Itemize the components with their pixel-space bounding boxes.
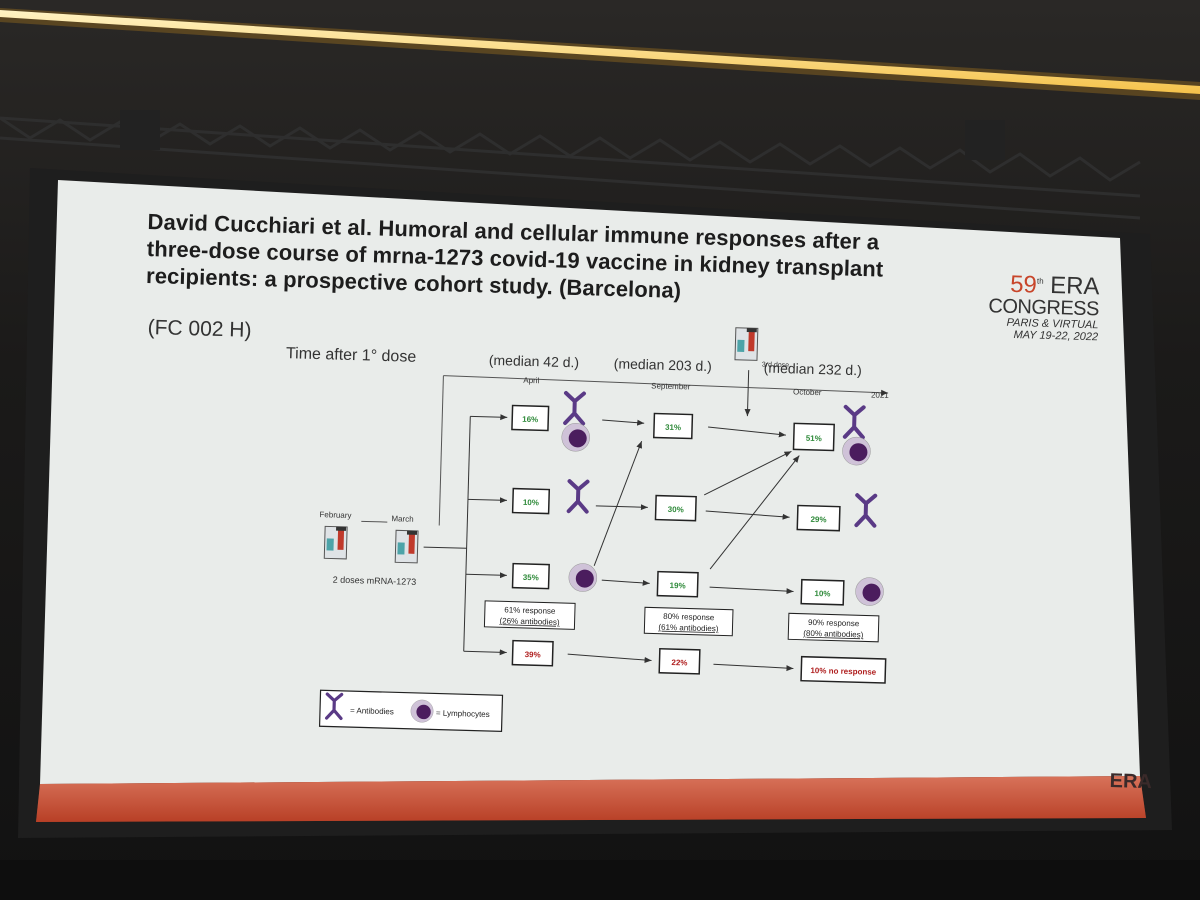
col2-value: 22% [671, 658, 687, 667]
col1-box-3: 35% [513, 564, 550, 589]
col1-value: 16% [522, 415, 538, 424]
col2-box-1: 31% [654, 413, 693, 438]
response-line-1: 80% response [663, 612, 715, 622]
lymphocyte-icon [855, 577, 884, 606]
response-line-1: 61% response [504, 605, 556, 615]
col1-box-2: 10% [513, 489, 550, 514]
dose-1-syringe-icon [324, 526, 347, 559]
response-box-2: 80% response(61% antibodies) [644, 607, 733, 635]
branch-arrow-4 [464, 651, 507, 652]
doses-label: 2 doses mRNA-1273 [333, 575, 417, 587]
flow-arrow [706, 511, 790, 517]
col3-box-3: 10% [801, 580, 844, 605]
flow-arrow [704, 449, 791, 497]
flow-arrow [596, 506, 648, 507]
col2-box-2: 30% [655, 496, 696, 521]
branch-arrow-3 [466, 574, 507, 575]
col1-value: 39% [525, 650, 541, 659]
timeline-label-october: October [793, 387, 822, 397]
flow-arrow [602, 420, 644, 423]
legend-antibodies: = Antibodies [350, 706, 394, 716]
lymphocyte-icon [568, 563, 597, 592]
col3-box-4: 10% no response [801, 657, 886, 683]
month-march: March [391, 514, 413, 524]
legend-lymphocytes: = Lymphocytes [436, 709, 490, 719]
col3-box-1: 51% [793, 423, 834, 450]
col3-value: 10% [814, 589, 830, 598]
col2-value: 19% [670, 581, 686, 590]
timeline-connector [439, 376, 443, 526]
branch-trunk [464, 416, 471, 651]
third-dose-arrow [747, 370, 748, 416]
legend-box: = Antibodies = Lymphocytes [320, 690, 503, 731]
col1-box-4: 39% [512, 641, 553, 666]
response-line-1: 90% response [808, 618, 860, 628]
time-label: Time after 1° dose [286, 345, 417, 366]
flow-arrow [710, 587, 794, 591]
col3-box-2: 29% [797, 506, 840, 531]
col2-box-3: 19% [657, 572, 698, 597]
month-february: February [319, 510, 351, 520]
dose-2-syringe-icon [395, 530, 418, 563]
third-dose-label: 3rd dose [762, 361, 790, 369]
lymphocyte-icon [842, 437, 871, 466]
response-line-2: (26% antibodies) [499, 616, 560, 627]
third-dose-syringe-icon [735, 328, 758, 361]
antibody-icon [569, 481, 588, 511]
timeline-label-april: April [523, 376, 539, 385]
lymphocyte-icon [561, 423, 590, 452]
flow-arrow [602, 580, 650, 583]
response-box-1: 61% response(26% antibodies) [484, 601, 575, 630]
flow-arrow [713, 664, 793, 668]
median-label-2: (median 203 d.) [614, 355, 712, 374]
branch-arrow-1 [470, 416, 507, 417]
timeline-label-2021: 2021 [871, 391, 890, 401]
flow-arrow [594, 440, 642, 567]
col3-value: 29% [810, 515, 826, 524]
col2-value: 31% [665, 423, 681, 432]
flow-arrow [568, 654, 652, 660]
antibody-icon [565, 393, 584, 423]
response-box-3: 90% response(80% antibodies) [788, 613, 879, 642]
timeline-label-september: September [651, 381, 691, 391]
col1-value: 10% [523, 498, 539, 507]
response-line-2: (61% antibodies) [658, 623, 719, 634]
col1-box-1: 16% [512, 406, 549, 431]
col3-value: 10% no response [810, 666, 877, 677]
branch-stem [424, 547, 467, 548]
feb-march-link [361, 521, 387, 522]
median-label-1: (median 42 d.) [489, 352, 580, 371]
venue-floor [0, 860, 1200, 900]
col2-value: 30% [668, 505, 684, 514]
flow-arrow [708, 427, 786, 435]
antibody-icon [845, 407, 864, 437]
col1-value: 35% [523, 573, 539, 582]
col2-box-4: 22% [659, 649, 700, 674]
response-line-2: (80% antibodies) [803, 629, 864, 640]
col3-value: 51% [806, 434, 822, 443]
branch-arrow-2 [468, 499, 507, 500]
antibody-icon [856, 495, 875, 525]
lymphocyte-icon [411, 700, 434, 723]
